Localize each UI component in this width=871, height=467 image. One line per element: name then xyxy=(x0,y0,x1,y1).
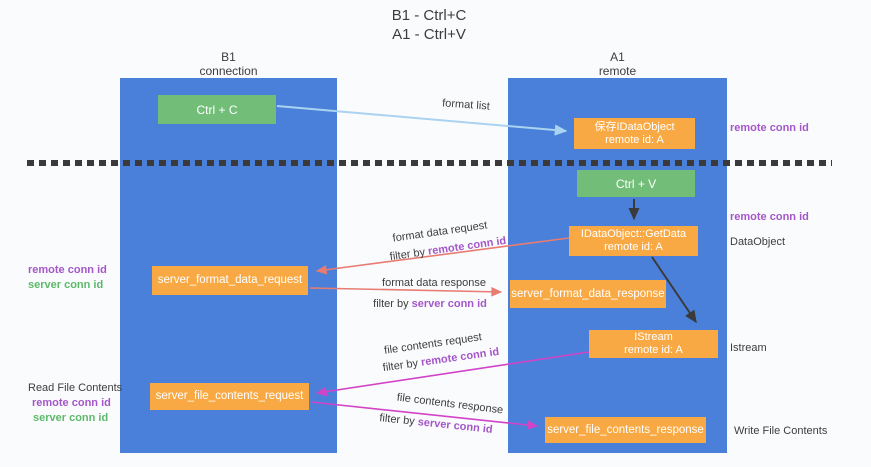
lane-a1-subtitle: remote xyxy=(598,64,637,78)
getdata-line1: IDataObject::GetData xyxy=(580,228,687,240)
server-format-data-request-box: server_format_data_request xyxy=(152,266,308,295)
save-dataobject-line2: remote id: A xyxy=(605,133,664,146)
server-file-contents-request-label: server_file_contents_request xyxy=(155,390,304,402)
ctrl-c-label: Ctrl + C xyxy=(196,102,238,117)
server-format-data-response-label: server_format_data_response xyxy=(511,287,665,300)
istream-line1: IStream xyxy=(634,331,673,343)
format-list-label: format list xyxy=(441,97,491,113)
diagram-title: B1 - Ctrl+C A1 - Ctrl+V xyxy=(329,6,529,44)
title-line-1: B1 - Ctrl+C xyxy=(391,7,467,24)
format-data-response-label: format data response xyxy=(382,277,486,289)
istream-side-label: Istream xyxy=(730,342,767,354)
remote-conn-id-label-bottom-left: remote conn id xyxy=(32,397,111,409)
dataobject-label: DataObject xyxy=(730,236,786,248)
lane-b1-name: B1 xyxy=(221,50,236,64)
getdata-box: IDataObject::GetData remote id: A xyxy=(569,226,698,256)
server-file-contents-response-label: server_file_contents_response xyxy=(547,423,704,436)
ctrl-v-box: Ctrl + V xyxy=(577,170,695,197)
save-dataobject-box: 保存IDataObject remote id: A xyxy=(574,118,695,149)
file-contents-response-filter-label: filter by server conn id xyxy=(379,412,493,436)
server-format-data-response-box: server_format_data_response xyxy=(510,280,666,308)
write-file-contents-label: Write File Contents xyxy=(734,425,828,437)
file-contents-response-label: file contents response xyxy=(396,391,504,417)
istream-line2: remote id: A xyxy=(624,344,683,356)
filter-by-text: filter by xyxy=(373,298,412,310)
lane-b1-subtitle: connection xyxy=(199,64,258,78)
server-conn-id-label-bottom-left: server conn id xyxy=(33,412,109,424)
server-conn-id-key: server conn id xyxy=(411,298,487,310)
remote-conn-id-key: remote conn id xyxy=(427,234,507,258)
server-format-data-request-label: server_format_data_request xyxy=(157,274,303,286)
filter-by-text: filter by xyxy=(389,245,429,264)
ctrl-v-label: Ctrl + V xyxy=(615,176,657,191)
save-dataobject-line1: 保存IDataObject xyxy=(594,120,675,133)
filter-by-text: filter by xyxy=(378,412,419,429)
format-data-response-filter-label: filter by server conn id xyxy=(373,298,487,310)
server-file-contents-request-box: server_file_contents_request xyxy=(150,383,309,410)
remote-conn-id-label-left: remote conn id xyxy=(28,264,107,276)
remote-conn-id-label-top-right: remote conn id xyxy=(730,122,809,134)
server-conn-id-key: server conn id xyxy=(417,416,494,436)
lane-header-a1: A1 remote xyxy=(508,50,727,78)
server-conn-id-label-left: server conn id xyxy=(28,279,104,291)
server-file-contents-response-box: server_file_contents_response xyxy=(545,417,706,443)
read-file-contents-label: Read File Contents xyxy=(28,382,123,394)
dashed-divider xyxy=(27,160,832,166)
lane-header-b1: B1 connection xyxy=(120,50,337,78)
getdata-line2: remote id: A xyxy=(604,241,663,253)
ctrl-c-box: Ctrl + C xyxy=(158,95,276,124)
istream-box: IStream remote id: A xyxy=(589,330,718,358)
remote-conn-id-label-mid-right: remote conn id xyxy=(730,211,809,223)
filter-by-text: filter by xyxy=(382,356,422,375)
title-line-2: A1 - Ctrl+V xyxy=(392,26,466,43)
lane-a1-name: A1 xyxy=(610,50,625,64)
